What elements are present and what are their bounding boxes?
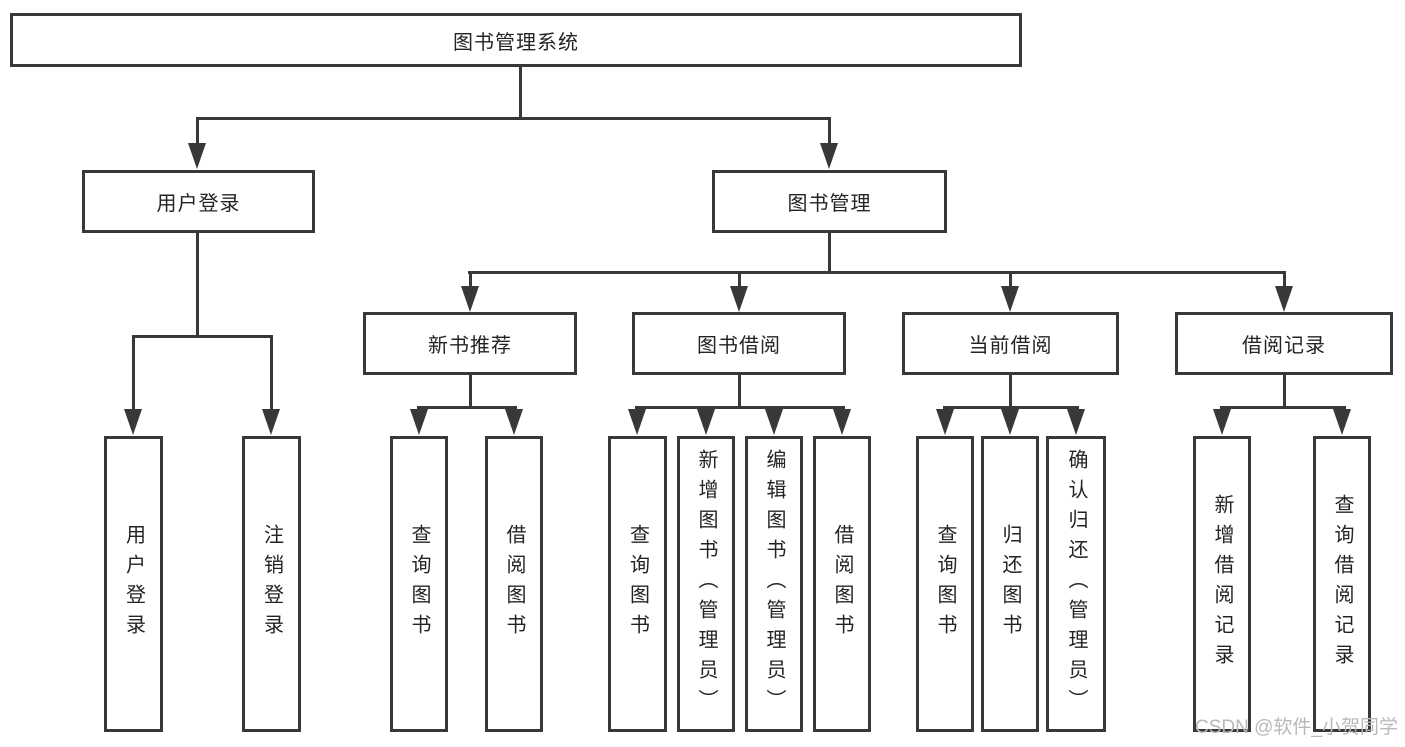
arrow-down-icon	[730, 286, 748, 312]
arrow-down-icon	[188, 143, 206, 169]
leaf-query-books-borrowing: 查询图书	[608, 436, 667, 732]
node-label: 查询图书	[408, 524, 430, 644]
arrow-down-icon	[628, 409, 646, 435]
node-label: 确认归还（管理员）	[1065, 449, 1087, 719]
arrow-down-icon	[461, 286, 479, 312]
node-new-book-recommend: 新书推荐	[363, 312, 577, 375]
connector-line	[828, 117, 831, 145]
connector-line	[132, 335, 135, 409]
connector-line	[1283, 271, 1286, 288]
connector-line	[469, 375, 472, 409]
node-label: 查询借阅记录	[1331, 494, 1353, 674]
connector-line	[469, 271, 472, 288]
connector-line	[1283, 375, 1286, 409]
node-label: 借阅图书	[831, 524, 853, 644]
connector-line	[828, 233, 831, 274]
node-borrowing-records: 借阅记录	[1175, 312, 1393, 375]
node-label: 注销登录	[260, 524, 283, 644]
arrow-down-icon	[1213, 409, 1231, 435]
node-label: 编辑图书（管理员）	[763, 449, 785, 719]
connector-line	[738, 375, 741, 409]
connector-line	[1009, 375, 1012, 409]
leaf-borrow-books-recommend: 借阅图书	[485, 436, 543, 732]
node-label: 图书借阅	[697, 335, 781, 357]
arrow-down-icon	[410, 409, 428, 435]
node-label: 借阅记录	[1242, 335, 1326, 357]
connector-line	[132, 335, 273, 338]
arrow-down-icon	[1333, 409, 1351, 435]
connector-line	[1220, 406, 1346, 409]
connector-line	[519, 67, 522, 120]
leaf-add-borrow-record: 新增借阅记录	[1193, 436, 1251, 732]
connector-line	[1009, 271, 1012, 288]
leaf-query-books-recommend: 查询图书	[390, 436, 448, 732]
node-label: 用户登录	[156, 193, 241, 215]
node-current-borrowing: 当前借阅	[902, 312, 1119, 375]
node-label: 新增图书（管理员）	[695, 449, 717, 719]
node-label: 查询图书	[934, 524, 956, 644]
csdn-watermark: CSDN @软件_小贺同学	[1195, 717, 1398, 738]
node-label: 新增借阅记录	[1211, 494, 1233, 674]
connector-line	[417, 406, 517, 409]
node-label: 用户登录	[122, 524, 145, 644]
node-book-borrowing: 图书借阅	[632, 312, 846, 375]
connector-line	[468, 271, 1286, 274]
connector-line	[270, 335, 273, 409]
arrow-down-icon	[936, 409, 954, 435]
arrow-down-icon	[262, 409, 280, 435]
arrow-down-icon	[833, 409, 851, 435]
connector-line	[196, 117, 831, 120]
arrow-down-icon	[697, 409, 715, 435]
node-user-login: 用户登录	[82, 170, 315, 233]
arrow-down-icon	[765, 409, 783, 435]
leaf-edit-books-admin: 编辑图书（管理员）	[745, 436, 803, 732]
node-label: 图书管理	[787, 193, 872, 215]
leaf-query-borrow-record: 查询借阅记录	[1313, 436, 1371, 732]
leaf-user-login: 用户登录	[104, 436, 163, 732]
node-label: 归还图书	[999, 524, 1021, 644]
node-library-management-system: 图书管理系统	[10, 13, 1022, 67]
leaf-add-books-admin: 新增图书（管理员）	[677, 436, 735, 732]
connector-line	[196, 117, 199, 145]
leaf-query-books-current: 查询图书	[916, 436, 974, 732]
node-label: 图书管理系统	[453, 31, 579, 54]
arrow-down-icon	[1001, 286, 1019, 312]
arrow-down-icon	[1001, 409, 1019, 435]
node-label: 借阅图书	[503, 524, 525, 644]
leaf-return-books: 归还图书	[981, 436, 1039, 732]
leaf-borrow-books-borrowing: 借阅图书	[813, 436, 871, 732]
connector-line	[635, 406, 845, 409]
node-label: 新书推荐	[428, 335, 512, 357]
connector-line	[943, 406, 1079, 409]
node-book-management: 图书管理	[712, 170, 947, 233]
arrow-down-icon	[505, 409, 523, 435]
arrow-down-icon	[124, 409, 142, 435]
connector-line	[738, 271, 741, 288]
arrow-down-icon	[1275, 286, 1293, 312]
node-label: 当前借阅	[968, 335, 1053, 357]
node-label: 查询图书	[626, 524, 649, 644]
leaf-logout: 注销登录	[242, 436, 301, 732]
leaf-confirm-return-admin: 确认归还（管理员）	[1046, 436, 1106, 732]
arrow-down-icon	[1067, 409, 1085, 435]
arrow-down-icon	[820, 143, 838, 169]
connector-line	[196, 233, 199, 338]
